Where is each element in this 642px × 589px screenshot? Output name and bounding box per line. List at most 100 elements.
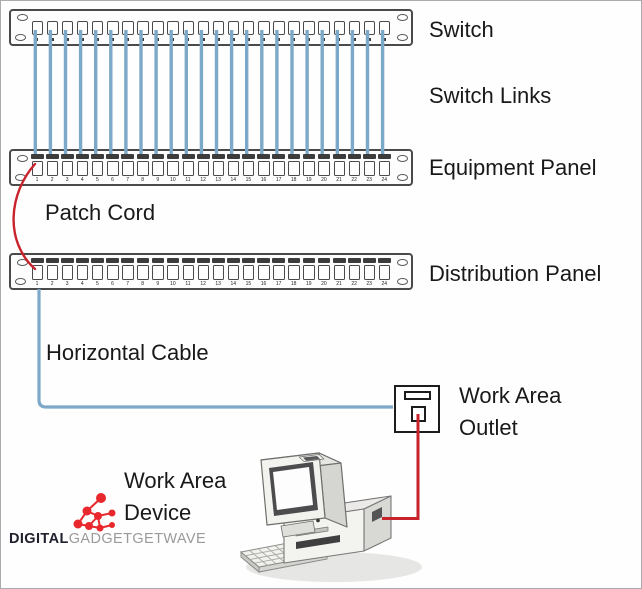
connector-strip [227,153,240,159]
port-number: 2 [50,177,54,183]
port [212,264,225,280]
port [197,160,210,176]
port [46,21,59,35]
port-pin [307,37,311,42]
port [137,264,149,280]
port [258,264,270,280]
screw-hole-icon [397,278,408,285]
port [378,160,391,176]
port-number: 21 [336,281,342,287]
work-area-device-label-line2: Device [124,500,192,525]
work-area-outlet-label-line2: Outlet [459,415,518,440]
port-pin [35,37,39,42]
connector-strip [121,153,135,159]
port [227,264,240,280]
connector-strip [181,257,195,263]
port [152,160,164,176]
port [31,160,43,176]
connector-strip [332,257,346,263]
screw-hole-icon [397,259,408,266]
port-number: 9 [156,281,160,287]
port-number: 5 [96,281,99,287]
port [318,160,330,176]
connector-strip [257,153,271,159]
connector-strip [196,257,210,263]
port-number: 10 [170,177,176,183]
connector-strip [61,153,74,159]
port [318,21,330,35]
brand-wordmark: DIGITALGADGETGETWAVE [9,530,206,548]
port-number: 21 [336,177,342,183]
port-pin [277,37,281,42]
port-number: 24 [381,177,388,183]
port-number: 14 [230,281,237,287]
port [333,160,345,176]
connector-strip [212,257,225,263]
port-pin [51,37,54,42]
brand-wordmark-light: GADGETGETWAVE [68,531,207,547]
port [348,264,361,280]
work-area-outlet-label-line1: Work Area [459,383,562,408]
work-area-device-label: Work Area Device [124,465,226,529]
port-number: 10 [170,281,176,287]
port [288,264,300,280]
distribution-panel-label: Distribution Panel [429,261,602,286]
equipment-panel-label: Equipment Panel [429,155,597,180]
port-pin [292,37,296,42]
port-pin [368,37,371,42]
monitor-icon [260,452,348,538]
connector-strip [257,257,271,263]
port [242,160,255,176]
connector-strip [347,257,361,263]
connector-strip [136,153,150,159]
port [303,160,315,176]
port [333,264,345,280]
port-number: 24 [381,281,388,287]
screw-hole-icon [397,34,408,41]
port-number: 22 [351,177,357,183]
port [303,264,315,280]
connector-strip [45,153,59,159]
switch-panel [9,9,413,46]
port-number: 6 [111,177,114,183]
port [76,160,89,176]
port [258,160,270,176]
port [182,160,194,176]
port-pin [383,37,386,42]
screw-hole-icon [397,155,408,162]
port-number: 2 [50,281,54,287]
port-number: 20 [321,177,327,183]
port [122,264,134,280]
port [288,160,300,176]
port-number: 20 [321,281,327,287]
port-pin [353,37,356,42]
port [152,21,164,35]
connector-strip [76,257,89,263]
port [182,21,194,35]
port [31,21,43,35]
connector-strip [347,153,361,159]
port-number: 17 [275,177,282,183]
port-pin [66,37,69,42]
port [273,264,285,280]
connector-strip [287,153,301,159]
connector-strip [378,257,391,263]
connector-strip [272,153,286,159]
port [167,21,179,35]
connector-strip [242,153,255,159]
port-number: 13 [215,281,221,287]
brand-molecule-icon [73,493,116,532]
port-pin [111,37,114,42]
connector-strip [106,257,120,263]
screw-hole-icon [17,14,28,21]
port [137,21,149,35]
port [61,21,74,35]
connector-strip [302,257,316,263]
port-pin [232,37,235,42]
connector-strip [378,153,391,159]
port-number: 3 [65,177,69,183]
connector-strip [91,153,104,159]
port [76,264,89,280]
port [363,264,376,280]
